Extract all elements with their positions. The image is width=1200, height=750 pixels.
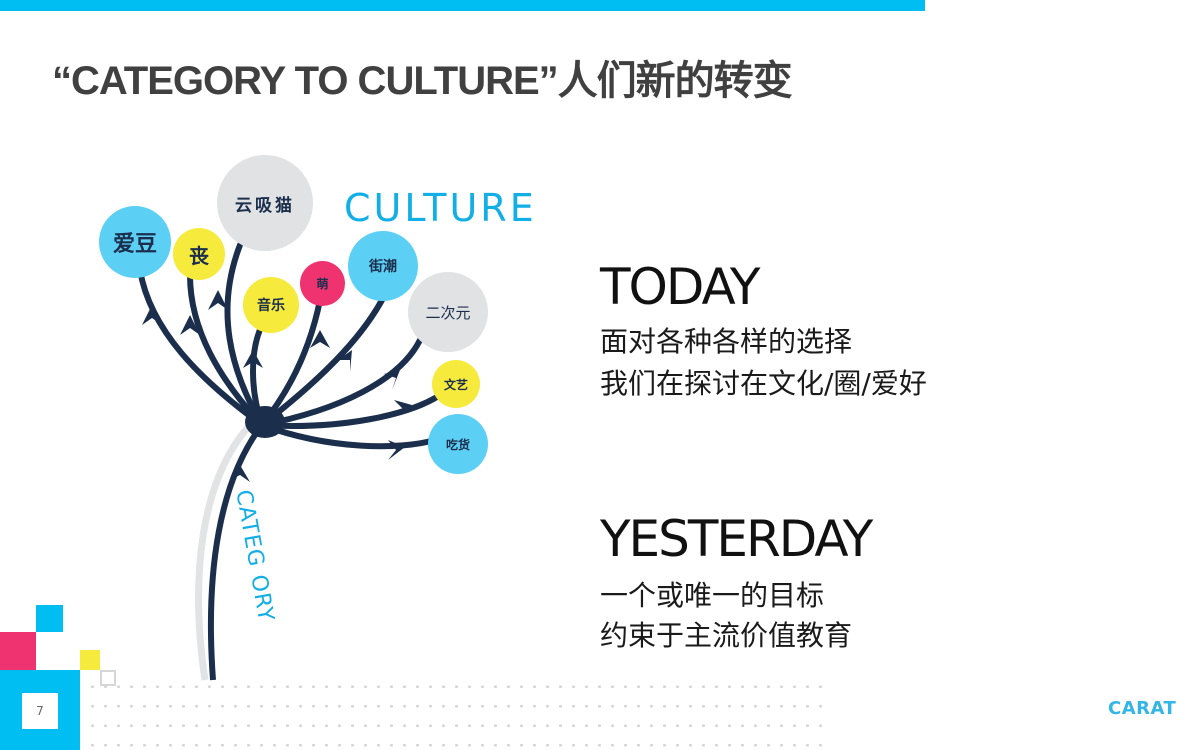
- culture-label: CULTURE: [344, 186, 537, 230]
- bubble-sang: 丧: [173, 228, 225, 280]
- carat-logo: CARAT: [1108, 698, 1177, 719]
- bubble-wenyi: 文艺: [432, 360, 480, 408]
- bubble-jiechao: 街潮: [348, 231, 418, 301]
- today-line-2: 我们在探讨在文化/圈/爱好: [600, 367, 927, 400]
- yesterday-line-2: 约束于主流价值教育: [600, 619, 853, 652]
- deco-square-yellow: [80, 650, 100, 670]
- bubble-yinyue: 音乐: [243, 277, 299, 333]
- yesterday-heading: YESTERDAY: [600, 510, 873, 568]
- bubble-meng: 萌: [300, 261, 345, 306]
- branch-lines: [137, 242, 443, 681]
- deco-square-blue-small: [36, 605, 63, 632]
- today-heading: TODAY: [600, 258, 760, 316]
- deco-frame-square: [100, 670, 116, 686]
- bubble-yunximao: 云吸猫: [217, 155, 313, 251]
- deco-square-pink: [0, 632, 36, 670]
- bubble-erciyuan: 二次元: [408, 272, 488, 352]
- page-number: 7: [22, 693, 58, 729]
- bubble-aidou: 爱豆: [99, 206, 171, 278]
- yesterday-line-1: 一个或唯一的目标: [600, 579, 825, 612]
- bubble-chihuo: 吃货: [428, 414, 488, 474]
- today-line-1: 面对各种各样的选择: [600, 325, 853, 358]
- slide-title: “CATEGORY TO CULTURE”人们新的转变: [52, 59, 793, 103]
- category-to-culture-diagram: 爱豆 丧 云吸猫 音乐 萌 街潮 二次元 文艺 吃货 CULTURE CATEG…: [99, 155, 537, 681]
- top-accent-bar: [0, 0, 925, 11]
- dot-grid-decoration: [86, 677, 826, 747]
